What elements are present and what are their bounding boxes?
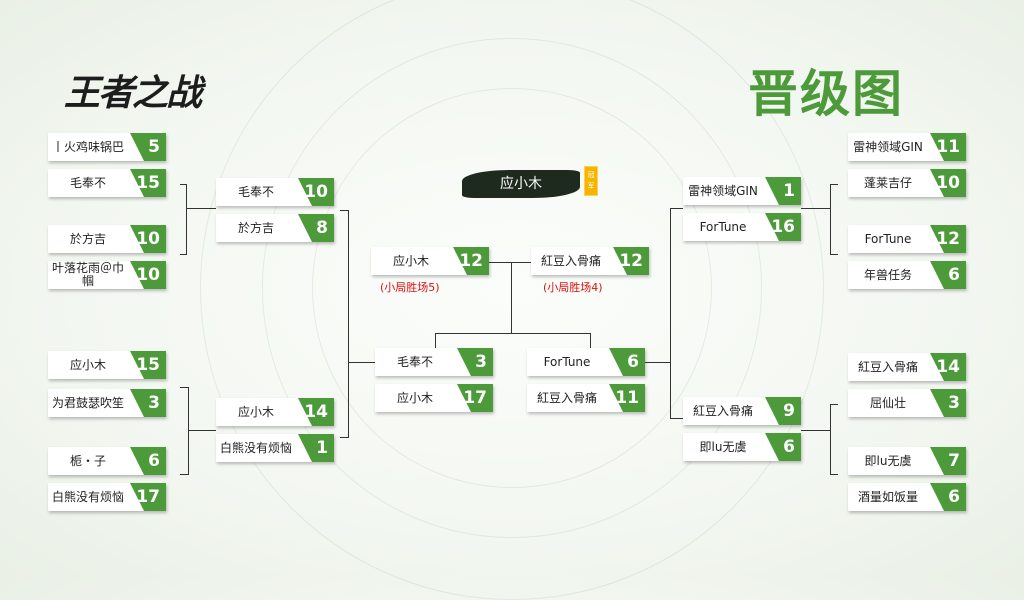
team-name: 於方吉 [69,231,106,246]
bracket-line [180,387,188,388]
bracket-line [511,262,512,333]
team-name: 即lu无虞 [699,439,747,454]
bracket-line [180,184,186,185]
team-name: 毛奉不 [237,184,274,199]
bracket-line [340,210,348,211]
final-note-right: (小局胜场4) [543,281,603,294]
bracket-line [435,333,436,348]
team-name: 为君鼓瑟吹笙 [51,395,124,410]
bracket-line [348,362,375,363]
bracket-line [340,437,348,438]
bracket-line [188,387,189,475]
team-name: 屈仙壮 [869,395,906,410]
bracket-line [830,184,831,254]
team-name: 紅豆入骨痛 [857,359,918,374]
bracket-line [670,208,671,418]
team-name: ForTune [864,231,912,246]
team-name: ForTune [699,219,747,234]
bracket-line [180,254,186,255]
team-name: 於方吉 [237,220,274,235]
bracket-line [645,362,670,363]
team-score: 12 [613,247,649,275]
bg-ring [200,0,824,600]
team-name: 应小木 [69,357,106,372]
bracket-line [489,262,531,263]
team-name: 叶落花雨＠巾帼 [51,261,124,288]
team-name: 栀・子 [69,453,106,468]
bracket-line [186,184,187,255]
team-entry: 紅豆入骨痛 12 [531,247,649,275]
team-name: 白熊没有烦恼 [51,489,124,504]
champion-name: 应小木 [462,170,580,198]
team-name: 丨火鸡味锅巴 [51,139,124,154]
final-note-left: (小局胜场5) [380,281,440,294]
logo: 王者之战 [64,73,202,114]
bracket-line [830,254,838,255]
team-name: 应小木 [237,404,274,419]
page-title: 晋级图 [748,65,904,123]
team-name: 紅豆入骨痛 [692,403,753,418]
bracket-line [670,208,683,209]
team-name: 毛奉不 [69,175,106,190]
team-name: 雷神领域GIN [688,183,758,198]
bracket-line [186,208,216,209]
team-name: 紅豆入骨痛 [536,390,597,405]
bracket-line [830,404,838,405]
bracket-line [348,210,349,438]
bracket-line [670,418,683,419]
team-name: 年兽任务 [863,267,912,282]
team-name: 酒量如饭量 [857,489,918,504]
team-name: 雷神领域GIN [853,139,923,154]
bracket-line [830,404,831,474]
bracket-line [590,333,591,348]
team-name: 紅豆入骨痛 [540,253,601,268]
bracket-line [801,208,830,209]
bracket-line [830,474,838,475]
bracket-line [830,184,838,185]
team-name: 应小木 [392,253,429,268]
team-name: 应小木 [396,390,433,405]
bracket-line [188,430,216,431]
team-name: 即lu无虞 [864,453,912,468]
bracket-line [435,333,591,334]
bracket-line [180,474,188,475]
bracket-line [801,430,830,431]
team-name: 白熊没有烦恼 [219,440,292,455]
champion-badge: 冠军 [584,166,598,196]
team-name: 蓬莱吉仔 [863,175,912,190]
team-name: ForTune [543,354,591,369]
team-name: 毛奉不 [396,354,433,369]
